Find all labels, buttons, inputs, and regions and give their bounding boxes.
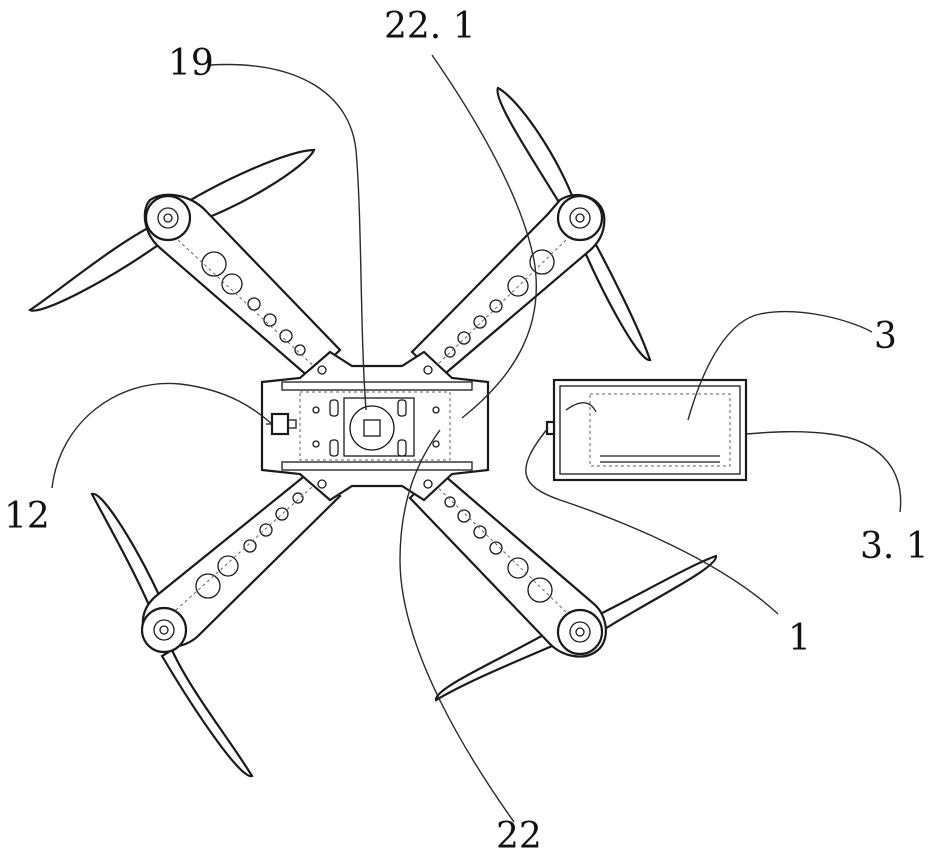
arms: [140, 193, 607, 658]
leader-22: [399, 429, 515, 823]
leader-3: [687, 310, 873, 421]
leader-1: [525, 427, 779, 615]
arm-top-left: [143, 193, 342, 380]
label-19: 19: [168, 43, 214, 84]
label-12: 12: [4, 496, 50, 537]
label-3: 3: [874, 316, 897, 357]
leader-12: [51, 382, 273, 489]
arm-bottom-right: [408, 468, 607, 658]
label-22: 22: [496, 816, 542, 857]
propellers: [27, 86, 718, 778]
label-1: 1: [788, 618, 811, 659]
propeller-bottom-right: [434, 554, 718, 702]
propeller-top-right: [496, 86, 652, 362]
arm-bottom-left: [140, 468, 342, 654]
label-22-1: 22. 1: [384, 6, 476, 47]
center-module-circle: [349, 405, 395, 451]
leader-22-1: [431, 54, 538, 419]
arm-top-right: [410, 193, 606, 380]
label-3-1: 3. 1: [860, 526, 929, 567]
battery-box-3: [545, 378, 748, 482]
propeller-bottom-left: [90, 492, 254, 778]
leader-3-1: [745, 430, 902, 513]
leader-19: [209, 63, 367, 411]
leader-lines: [51, 54, 902, 823]
reference-labels: 19 22. 1 3 12 3. 1 1 22: [4, 6, 929, 857]
central-frame: [260, 350, 490, 502]
